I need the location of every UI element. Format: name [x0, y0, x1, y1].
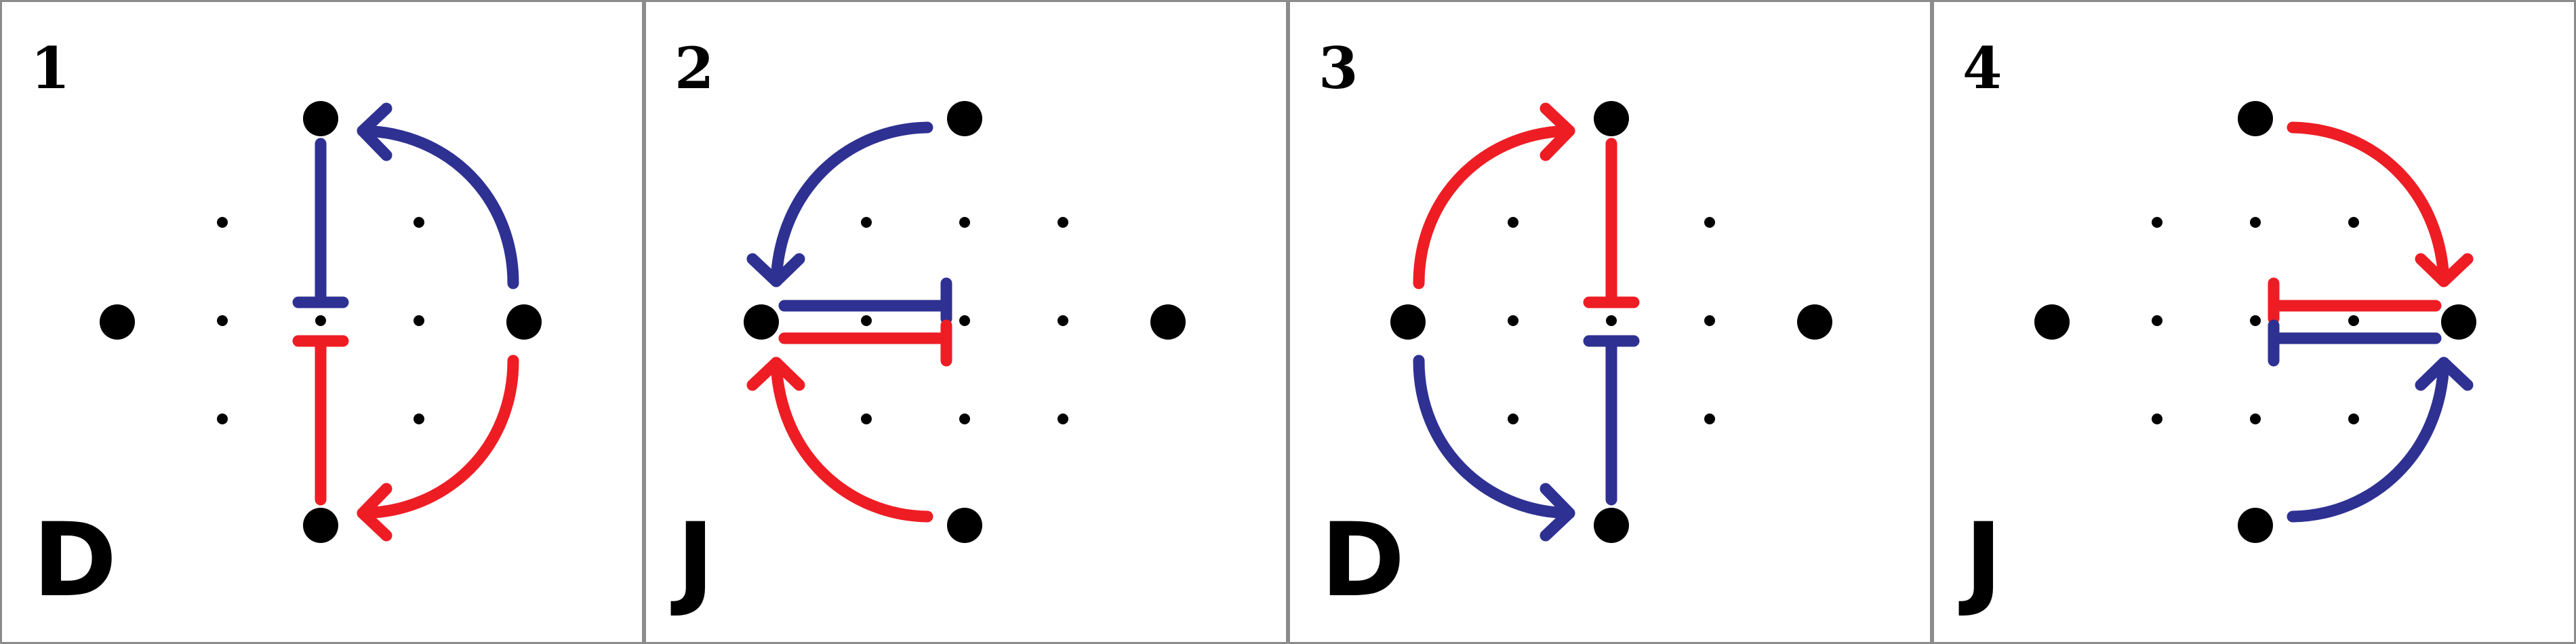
top-curved-arrow	[2287, 121, 2450, 287]
grid-dot	[2250, 414, 2261, 424]
grid-dot	[1508, 315, 1518, 326]
grid-dot	[1058, 217, 1068, 228]
top-bar	[1583, 138, 1640, 308]
figure	[100, 101, 542, 543]
panel-number: 1	[31, 35, 70, 102]
grid-dot	[2152, 315, 2162, 326]
grid-dot	[959, 217, 970, 228]
grid-dot	[2348, 315, 2359, 326]
panel-number: 2	[675, 35, 714, 102]
grid-dot	[414, 315, 424, 326]
grid-dot	[2348, 217, 2359, 228]
bottom-curved-arrow	[1413, 355, 1575, 519]
bottom-bar	[778, 319, 952, 367]
grid-dot	[861, 217, 872, 228]
grid-dot	[2250, 315, 2261, 326]
node-dot	[303, 101, 338, 136]
bottom-curved-arrow	[770, 357, 933, 523]
grid-dot	[1058, 414, 1068, 424]
node-dot	[303, 508, 338, 543]
panel-letter: D	[1321, 502, 1405, 620]
top-arrowhead	[1539, 102, 1575, 161]
top-bar	[778, 277, 952, 325]
top-bar	[292, 138, 349, 308]
grid-dot	[217, 217, 228, 228]
panel-letter: J	[670, 502, 715, 620]
bottom-bar	[1583, 335, 1640, 506]
node-dot	[947, 508, 982, 543]
bottom-arrowhead	[2415, 357, 2474, 391]
node-dot	[1150, 304, 1186, 340]
top-curved-arrow	[1413, 125, 1575, 289]
grid-dot	[2152, 217, 2162, 228]
node-dot	[2441, 304, 2476, 340]
grid-dot	[1704, 414, 1715, 424]
node-dot	[1390, 304, 1426, 340]
grid-dot	[2348, 414, 2359, 424]
top-arrowhead	[746, 253, 805, 287]
top-arrowhead	[2415, 253, 2474, 287]
bottom-arrowhead	[1539, 483, 1575, 542]
figure	[2034, 101, 2476, 543]
bottom-arrowhead	[357, 483, 393, 542]
node-dot	[2238, 101, 2273, 136]
grid-dot	[861, 315, 872, 326]
node-dot	[2034, 304, 2070, 340]
panel-number: 4	[1963, 35, 2002, 102]
grid-dot	[1606, 315, 1617, 326]
node-dot	[1594, 101, 1629, 136]
grid-dot	[1508, 217, 1518, 228]
node-dot	[744, 304, 779, 340]
panel-4: 4J	[1932, 0, 2576, 644]
top-arrowhead	[357, 102, 393, 161]
node-dot	[506, 304, 542, 340]
grid-dot	[315, 315, 326, 326]
top-curved-arrow	[770, 121, 933, 287]
figure	[1390, 101, 1832, 543]
bottom-curved-arrow	[357, 355, 519, 519]
top-curved-arrow	[357, 125, 519, 289]
grid-dot	[414, 217, 424, 228]
bottom-bar	[292, 335, 349, 506]
grid-dot	[1704, 315, 1715, 326]
panel-2: 2J	[644, 0, 1288, 644]
grid-dot	[1704, 217, 1715, 228]
grid-dot	[1508, 414, 1518, 424]
bottom-bar	[2268, 319, 2442, 367]
grid-dot	[959, 315, 970, 326]
panel-number: 3	[1319, 35, 1358, 102]
panel-letter: D	[33, 502, 117, 620]
figure	[744, 101, 1186, 543]
node-dot	[947, 101, 982, 136]
grid-dot	[861, 414, 872, 424]
node-dot	[1594, 508, 1629, 543]
top-bar	[2268, 277, 2442, 325]
grid-dot	[217, 315, 228, 326]
node-dot	[1797, 304, 1832, 340]
panel-3: 3D	[1288, 0, 1932, 644]
grid-dot	[1058, 315, 1068, 326]
grid-dot	[2250, 217, 2261, 228]
bottom-curved-arrow	[2287, 357, 2450, 523]
grid-dot	[2152, 414, 2162, 424]
grid-dot	[217, 414, 228, 424]
bottom-arrowhead	[746, 357, 805, 391]
node-dot	[100, 304, 135, 340]
node-dot	[2238, 508, 2273, 543]
panel-letter: J	[1958, 502, 2003, 620]
grid-dot	[414, 414, 424, 424]
panel-1: 1D	[0, 0, 644, 644]
grid-dot	[959, 414, 970, 424]
